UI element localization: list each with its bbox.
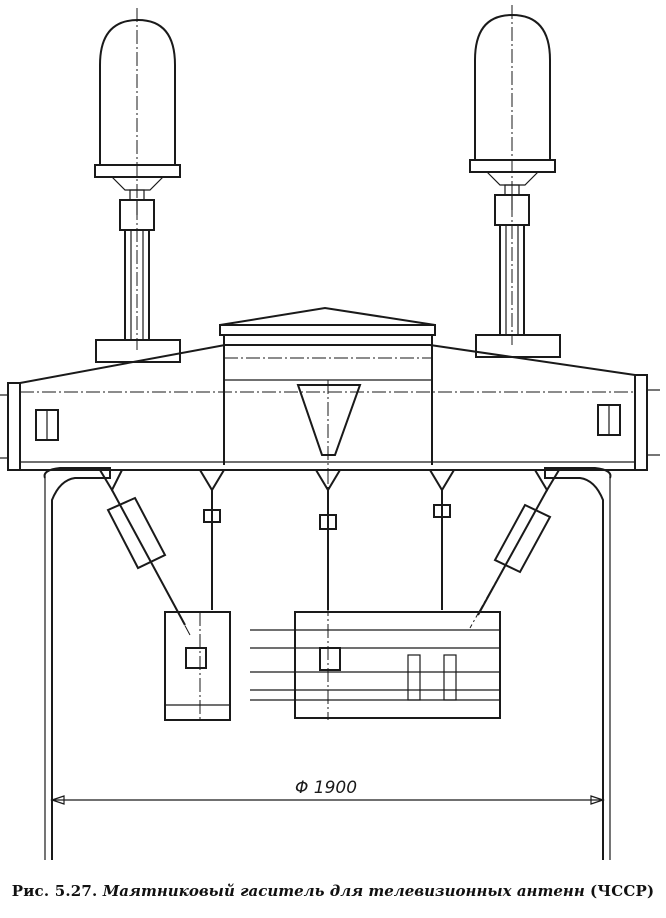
caption-text: Маятниковый гаситель для телевизионных а…: [102, 882, 585, 900]
figure-caption: Рис. 5.27. Маятниковый гаситель для теле…: [0, 882, 666, 912]
central-pendulum-mass: [250, 611, 501, 719]
left-pendulum-mass: [164, 611, 231, 721]
central-funnel: [296, 384, 362, 456]
pendulum-damper-drawing: Φ 1900: [0, 5, 660, 860]
caption-suffix: (ЧССР): [590, 882, 655, 900]
bracket-row: [99, 469, 560, 493]
support-tube: [43, 467, 612, 860]
diameter-label: Φ 1900: [295, 778, 357, 798]
diameter-dimension: [50, 795, 605, 805]
main-beam: [0, 344, 660, 471]
left-insulator-dome: [99, 18, 176, 166]
hanger-rods: [203, 470, 451, 720]
left-insulator-assembly: [94, 8, 181, 363]
caption-number: Рис. 5.27.: [11, 882, 98, 900]
right-diagonal-strut: [469, 489, 552, 629]
central-housing: [219, 306, 436, 470]
right-insulator-assembly: [469, 5, 561, 358]
left-diagonal-strut: [106, 489, 191, 636]
